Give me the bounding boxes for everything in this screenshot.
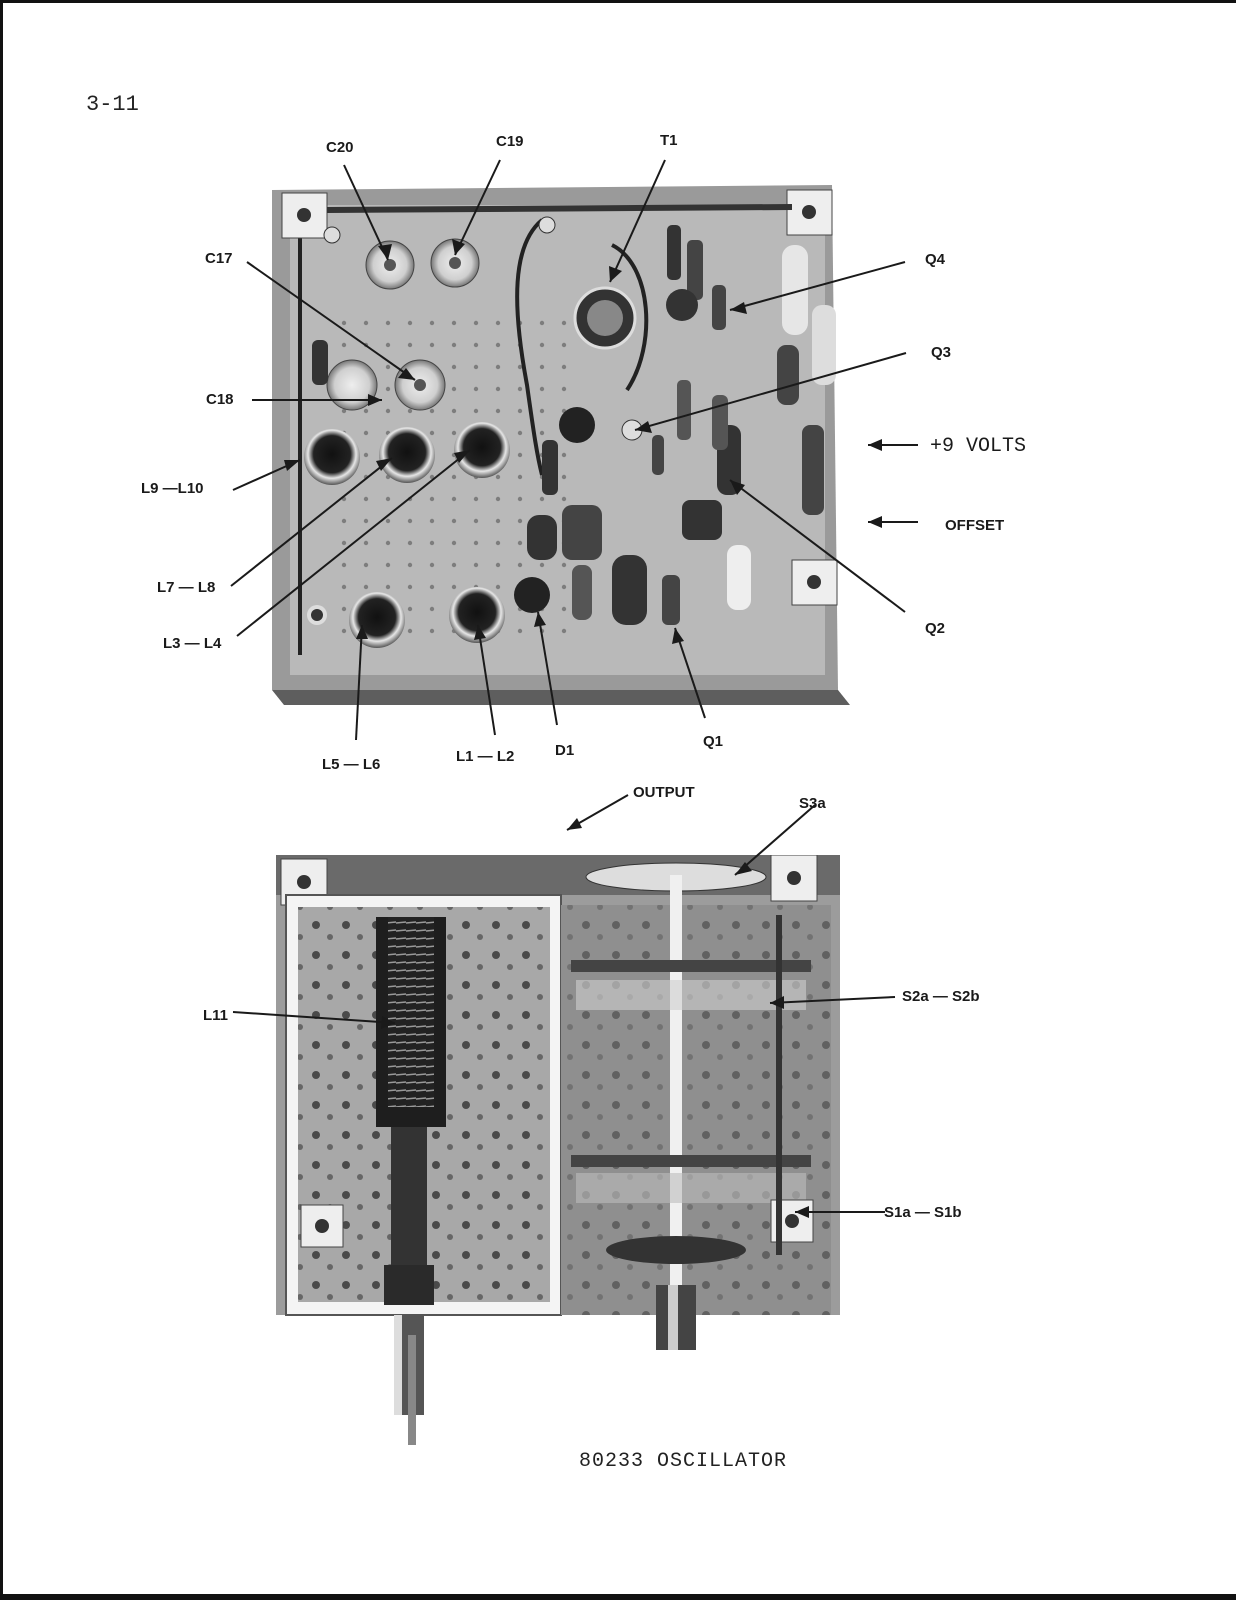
label-c17: C17 bbox=[205, 250, 233, 267]
label-c20: C20 bbox=[326, 139, 354, 156]
bottom-board-photo bbox=[276, 855, 840, 1470]
label-q3: Q3 bbox=[931, 344, 952, 361]
label-q4: Q4 bbox=[925, 251, 946, 268]
label-s2a-s2b: S2a — S2b bbox=[902, 988, 980, 1005]
label-l9-l10: L9 —L10 bbox=[141, 480, 204, 497]
page-number: 3-11 bbox=[86, 92, 139, 117]
top-board-photo bbox=[272, 185, 856, 705]
label-c18: C18 bbox=[206, 391, 234, 408]
label-s1a-s1b: S1a — S1b bbox=[884, 1204, 962, 1221]
label-l5-l6: L5 — L6 bbox=[322, 756, 381, 773]
label-c19: C19 bbox=[496, 133, 524, 150]
label-l7-l8: L7 — L8 bbox=[157, 579, 216, 596]
label-l3-l4: L3 — L4 bbox=[163, 635, 222, 652]
page-border-top bbox=[0, 0, 1236, 3]
label-q2: Q2 bbox=[925, 620, 946, 637]
label-t1: T1 bbox=[660, 132, 678, 149]
label-s3a: S3a bbox=[799, 795, 826, 812]
label-l1-l2: L1 — L2 bbox=[456, 748, 515, 765]
label-q1: Q1 bbox=[703, 733, 724, 750]
page-border-bottom bbox=[0, 1594, 1236, 1600]
label-output: OUTPUT bbox=[633, 784, 695, 801]
label-offset: OFFSET bbox=[945, 517, 1005, 534]
figure-caption: 80233 OSCILLATOR bbox=[579, 1450, 788, 1473]
label-d1: D1 bbox=[555, 742, 575, 759]
page-border-left bbox=[0, 0, 3, 1600]
label-l11: L11 bbox=[203, 1007, 229, 1024]
label-plus-9-volts: +9 VOLTS bbox=[930, 435, 1027, 458]
